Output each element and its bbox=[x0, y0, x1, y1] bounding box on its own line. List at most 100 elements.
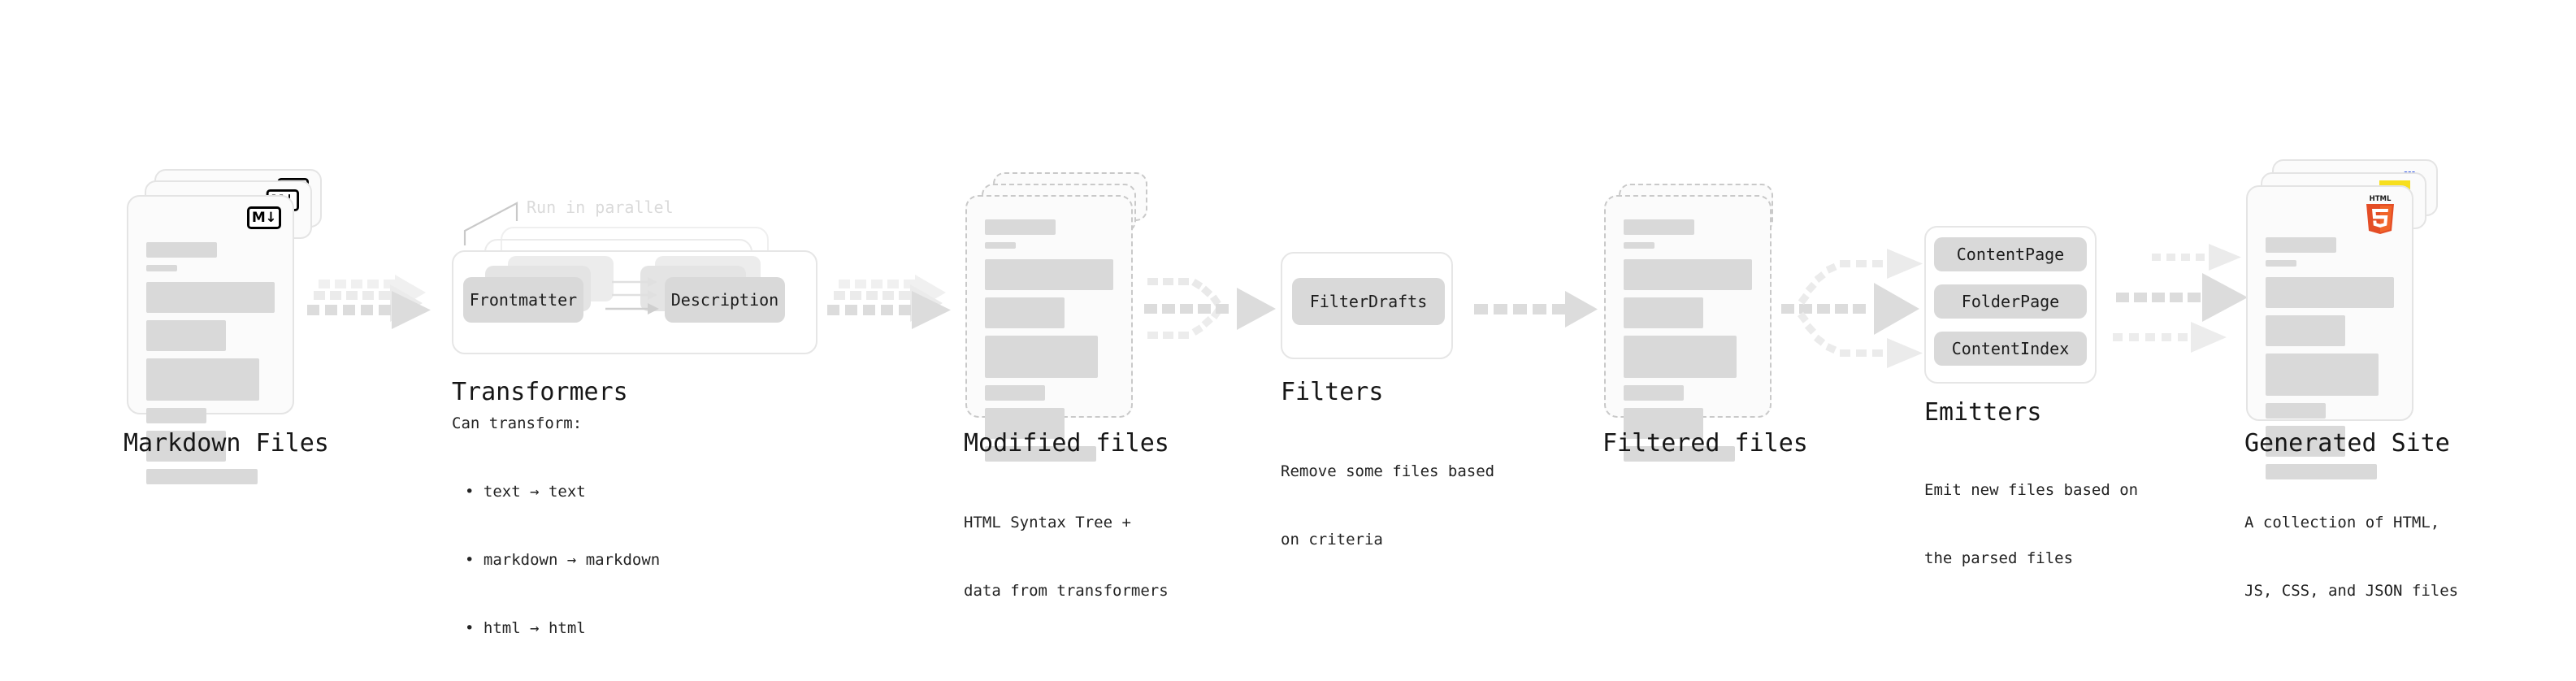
placeholder-bar bbox=[985, 385, 1046, 401]
placeholder-bar bbox=[1624, 408, 1703, 439]
placeholder-bar bbox=[1624, 446, 1736, 462]
document-placeholder-bars bbox=[985, 219, 1113, 469]
transformers-caption-heading: Can transform: bbox=[452, 414, 583, 432]
arrow-bottom bbox=[2113, 322, 2227, 353]
emitter-pill-contentpage[interactable]: ContentPage bbox=[1934, 237, 2087, 271]
markdown-icon-arrow: ↓ bbox=[265, 209, 277, 226]
markdown-file-card-front: M↓ bbox=[127, 195, 294, 484]
placeholder-bar bbox=[985, 259, 1113, 290]
stage-title-transformers: Transformers bbox=[452, 378, 628, 406]
placeholder-bar bbox=[985, 408, 1065, 439]
run-in-parallel-label: Run in parallel bbox=[527, 197, 674, 217]
placeholder-bar bbox=[2266, 464, 2378, 479]
placeholder-bar bbox=[146, 320, 226, 351]
placeholder-bar bbox=[146, 265, 177, 271]
document-placeholder-bars bbox=[1624, 219, 1752, 469]
fanout-arrowhead-top bbox=[1887, 249, 1923, 279]
subtitle-line: data from transformers bbox=[964, 582, 1169, 600]
modified-files-subtitle: HTML Syntax Tree + data from transformer… bbox=[964, 466, 1169, 648]
placeholder-bar bbox=[985, 446, 1097, 462]
placeholder-bar bbox=[1624, 242, 1654, 249]
emitters-subtitle: Emit new files based on the parsed files bbox=[1924, 433, 2138, 615]
stage-title-generated-site: Generated Site bbox=[2244, 429, 2450, 458]
placeholder-bar bbox=[2266, 354, 2379, 396]
emitter-pill-contentpage-label: ContentPage bbox=[1956, 245, 2065, 264]
stage-title-filters: Filters bbox=[1281, 378, 1384, 406]
arrow-filters-to-filtered-files bbox=[1474, 286, 1604, 340]
placeholder-bar bbox=[146, 358, 260, 401]
generated-site-card-html: HTML bbox=[2246, 185, 2413, 479]
transformer-pill-frontmatter[interactable]: Frontmatter bbox=[463, 277, 583, 323]
placeholder-bar bbox=[985, 336, 1099, 378]
filter-pill-filterdrafts-label: FilterDrafts bbox=[1309, 292, 1428, 311]
arrow-layer-front bbox=[827, 291, 951, 329]
arrow-markdown-to-transformers bbox=[307, 275, 437, 353]
filtered-file-card-front bbox=[1604, 195, 1772, 462]
placeholder-bar bbox=[2266, 426, 2345, 457]
subtitle-line: A collection of HTML, bbox=[2244, 514, 2440, 531]
arrow-middle bbox=[2116, 273, 2248, 322]
filter-pill-filterdrafts[interactable]: FilterDrafts bbox=[1292, 278, 1445, 325]
subtitle-line: the parsed files bbox=[1924, 549, 2074, 567]
fanout-branch-bottom bbox=[1797, 311, 1883, 357]
bullet-item: • text → text bbox=[465, 483, 586, 501]
filters-subtitle: Remove some files based on criteria bbox=[1281, 414, 1494, 596]
run-in-parallel-bracket bbox=[463, 202, 518, 245]
merge-arrowhead bbox=[1237, 288, 1276, 330]
placeholder-bar bbox=[1624, 385, 1685, 401]
placeholder-bar bbox=[146, 242, 217, 258]
placeholder-bar bbox=[146, 431, 226, 462]
stage-title-markdown-files: Markdown Files bbox=[124, 429, 329, 458]
modified-file-card-front bbox=[965, 195, 1133, 462]
subtitle-line: JS, CSS, and JSON files bbox=[2244, 582, 2459, 600]
html5-icon: HTML bbox=[2366, 195, 2394, 234]
placeholder-bar bbox=[2266, 403, 2327, 419]
bullet-item: • markdown → markdown bbox=[465, 551, 661, 569]
placeholder-bar bbox=[1624, 219, 1694, 235]
subtitle-line: on criteria bbox=[1281, 531, 1383, 549]
html5-icon-wordmark: HTML bbox=[2370, 195, 2392, 203]
transformer-pill-description-label: Description bbox=[670, 290, 779, 310]
document-placeholder-bars bbox=[146, 242, 275, 492]
merge-branch-middle bbox=[1144, 304, 1229, 314]
placeholder-bar bbox=[1624, 336, 1737, 378]
placeholder-bar bbox=[2266, 277, 2394, 308]
emitter-pill-folderpage-label: FolderPage bbox=[1961, 292, 2060, 311]
transformers-bullet-list: • text → text • markdown → markdown • ht… bbox=[452, 435, 660, 681]
arrow-modified-files-to-filters-merge bbox=[1136, 270, 1290, 359]
bullet-item: • html → html bbox=[465, 619, 586, 637]
arrow-filtered-files-to-emitters-fanout bbox=[1781, 229, 1936, 388]
placeholder-bar bbox=[985, 242, 1016, 249]
markdown-icon-letter: M bbox=[251, 209, 266, 226]
stage-title-modified-files: Modified files bbox=[964, 429, 1169, 458]
transformer-connector-arrows bbox=[605, 277, 659, 314]
stage-title-emitters: Emitters bbox=[1924, 398, 2042, 427]
emitter-pill-contentindex[interactable]: ContentIndex bbox=[1934, 332, 2087, 366]
arrow-emitters-to-generated-site bbox=[2113, 232, 2267, 392]
placeholder-bar bbox=[146, 469, 258, 484]
placeholder-bar bbox=[985, 219, 1056, 235]
stage-title-filtered-files: Filtered files bbox=[1602, 429, 1808, 458]
subtitle-line: Emit new files based on bbox=[1924, 481, 2139, 499]
arrowhead bbox=[1565, 291, 1598, 327]
merge-branch-top bbox=[1147, 278, 1221, 306]
markdown-icon: M↓ bbox=[247, 206, 281, 229]
subtitle-line: Remove some files based bbox=[1281, 462, 1495, 480]
fanout-arrowhead-middle bbox=[1874, 283, 1919, 335]
placeholder-bar bbox=[2266, 260, 2296, 267]
placeholder-bar bbox=[2266, 315, 2345, 346]
subtitle-line: HTML Syntax Tree + bbox=[964, 514, 1131, 531]
fanout-branch-middle bbox=[1781, 304, 1866, 314]
emitter-pill-folderpage[interactable]: FolderPage bbox=[1934, 284, 2087, 319]
placeholder-bar bbox=[985, 297, 1065, 328]
placeholder-bar bbox=[146, 408, 207, 423]
arrow-transformers-to-modified-files bbox=[827, 275, 957, 353]
arrow-layer-front bbox=[307, 291, 431, 329]
placeholder-bar bbox=[1624, 297, 1703, 328]
transformer-pill-frontmatter-label: Frontmatter bbox=[469, 290, 578, 310]
fanout-branch-top bbox=[1798, 260, 1883, 306]
placeholder-bar bbox=[1624, 259, 1752, 290]
placeholder-bar bbox=[2266, 237, 2336, 253]
transformer-pill-description[interactable]: Description bbox=[665, 277, 785, 323]
